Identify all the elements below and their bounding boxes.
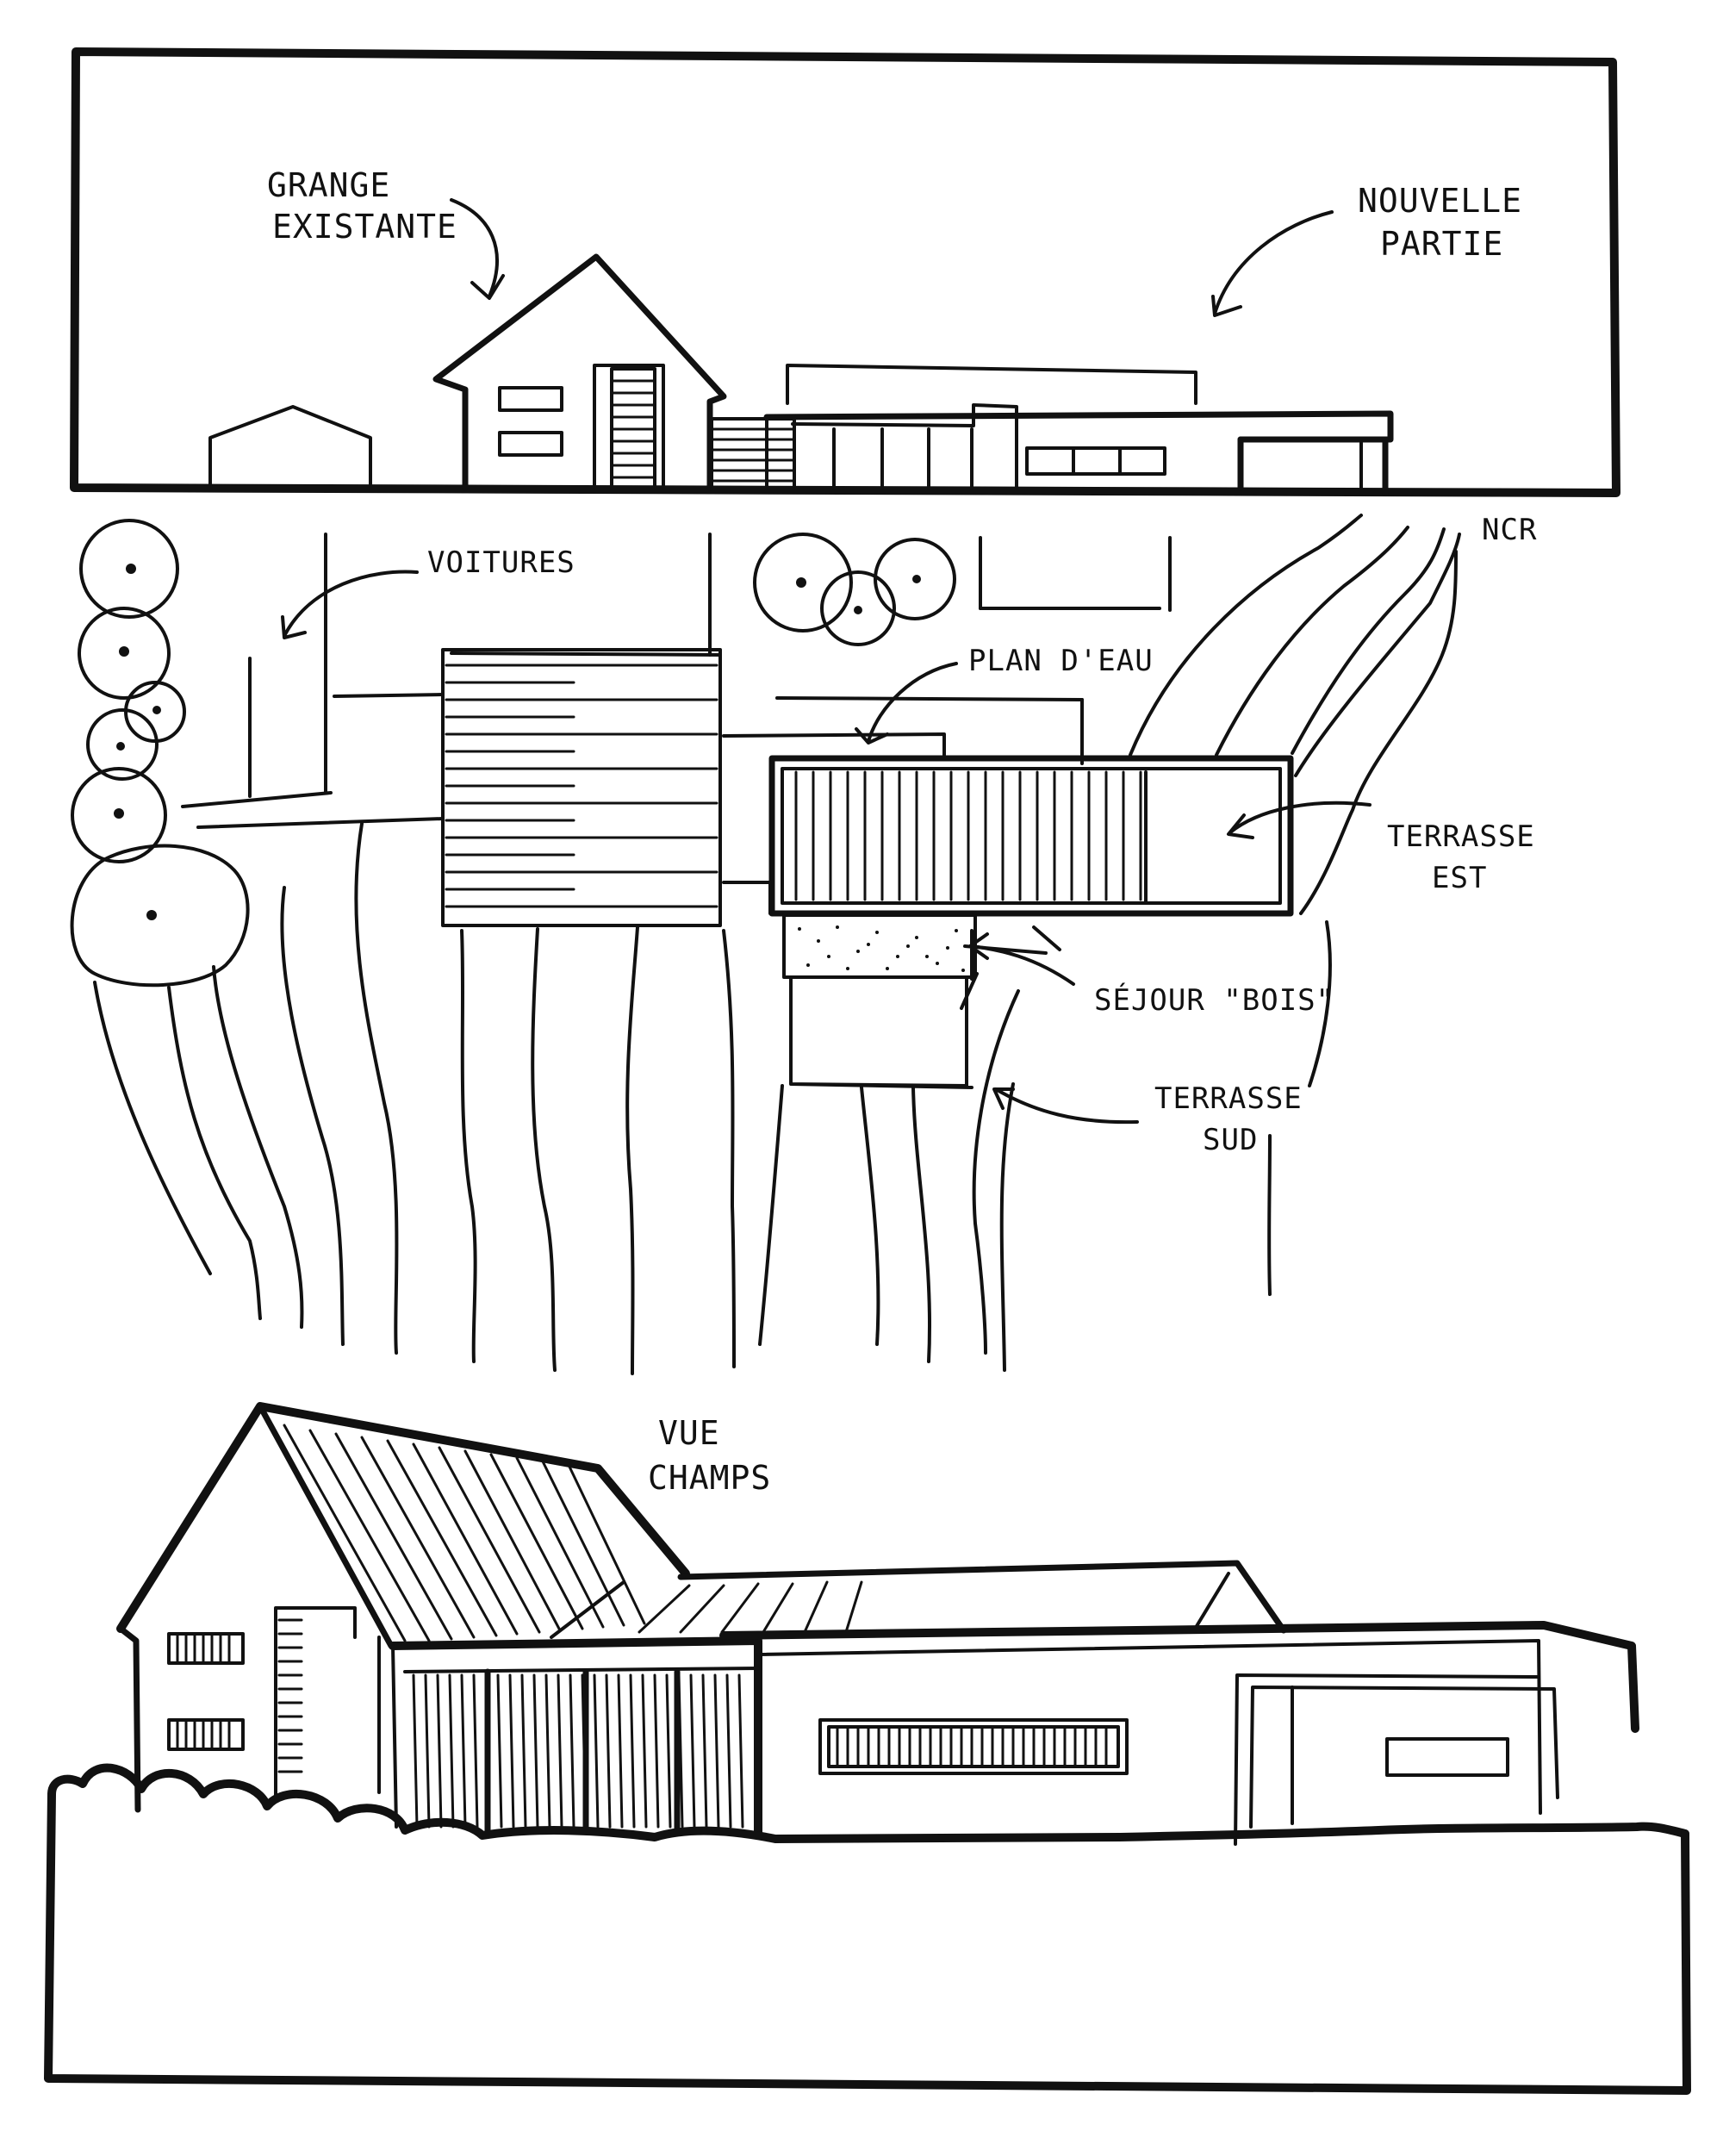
top-shed [208, 405, 372, 486]
label-voitures: VOITURES [427, 545, 575, 580]
label-ncr: NCR [1482, 513, 1537, 547]
label-grange-line1: GRANGE [267, 166, 390, 204]
tree-group-left [70, 519, 250, 988]
top-existing-barn [432, 253, 727, 491]
tree-icon [874, 538, 956, 620]
grange-arrow [450, 198, 505, 300]
label-terrasse-sud-line2: SUD [1203, 1123, 1258, 1157]
label-sejour-bois: SÉJOUR "BOIS" [1094, 982, 1334, 1018]
field-lines-left [93, 822, 736, 1375]
label-vue-line2: CHAMPS [648, 1459, 771, 1497]
perspective-back-roof [677, 1560, 1287, 1634]
tree-icon [79, 519, 179, 619]
tree-icon [753, 533, 853, 632]
parking-lines [181, 533, 722, 829]
top-new-part [763, 364, 1394, 496]
tree-icon [70, 844, 250, 988]
sejour-arrow [968, 932, 1075, 986]
tree-group-middle [753, 533, 956, 646]
perspective-wood-volume [389, 1636, 762, 1840]
plan-barn-block [441, 648, 722, 927]
tree-icon [820, 570, 896, 646]
label-vue-line1: VUE [658, 1414, 720, 1452]
plan-stippled-deck [782, 913, 977, 979]
label-nouvelle-line1: NOUVELLE [1358, 182, 1522, 220]
tree-icon [86, 708, 159, 781]
site-plan: VOITURES NCR PLAN D'EAU TERRASSE EST SÉJ… [70, 513, 1537, 1375]
voitures-arrow [281, 570, 419, 639]
label-terrasse-est-line1: TERRASSE [1387, 819, 1535, 854]
terrasse-est-arrow [1227, 801, 1372, 839]
label-grange-line2: EXISTANTE [272, 208, 457, 246]
label-nouvelle-line2: PARTIE [1380, 225, 1503, 263]
perspective-ground-frame [44, 1790, 1691, 2095]
tree-icon [78, 607, 171, 700]
field-lines-right [758, 514, 1461, 1372]
nouvelle-arrow [1211, 210, 1334, 317]
label-plan-eau: PLAN D'EAU [968, 644, 1154, 678]
bottom-perspective: VUE CHAMPS [44, 1402, 1691, 2095]
terrasse-sud-arrow [992, 1087, 1139, 1125]
plan-eau-arrow [855, 662, 958, 745]
top-elevation-frame [70, 47, 1620, 497]
label-terrasse-est-line2: EST [1432, 861, 1487, 895]
label-terrasse-sud-line1: TERRASSE [1154, 1081, 1303, 1116]
top-link-block [710, 417, 796, 489]
tree-icon [71, 767, 167, 863]
perspective-new-volume [719, 1621, 1639, 1846]
plan-south-terrace [789, 977, 973, 1089]
perspective-hedge [47, 1763, 1689, 1843]
plan-new-volume [768, 755, 1294, 917]
plan-misc-lines [708, 536, 1172, 915]
perspective-barn [116, 1402, 690, 1813]
top-elevation-panel: GRANGE EXISTANTE NOUVELLE PARTIE [70, 47, 1620, 497]
